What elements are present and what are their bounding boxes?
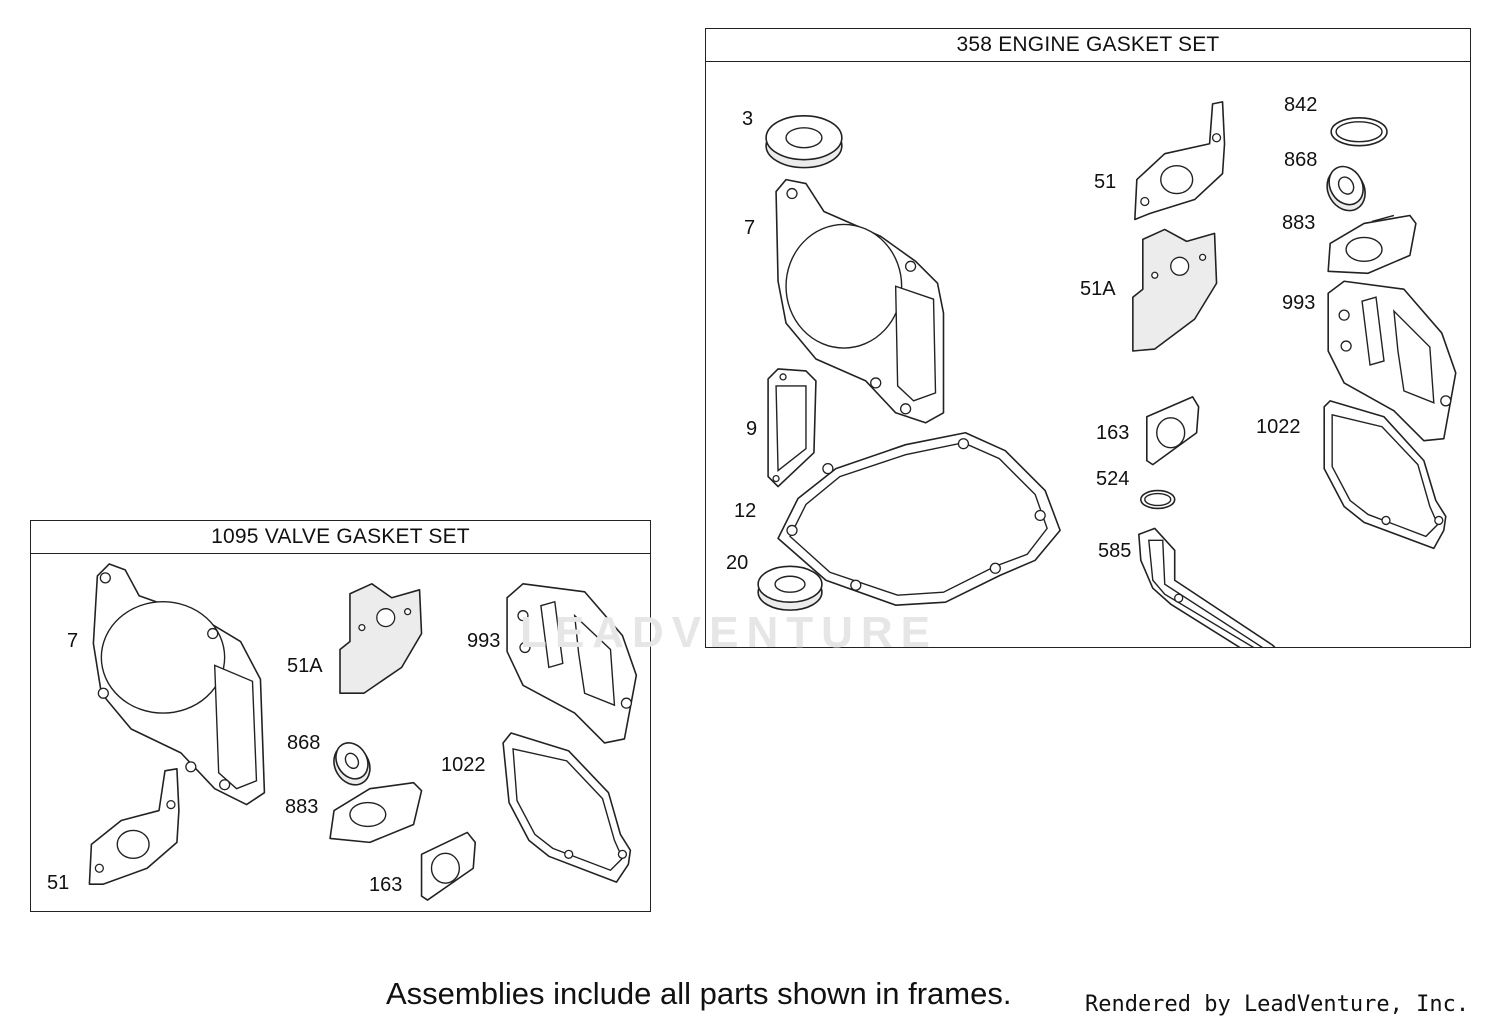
- valve-part-51-carburetor-gasket[interactable]: [88, 768, 180, 885]
- valve-part-993-rocker-gasket[interactable]: [506, 583, 638, 744]
- label-993: 993: [1282, 292, 1316, 314]
- label-51: 51: [1094, 171, 1117, 193]
- label-842: 842: [1284, 94, 1318, 116]
- valve-label-7: 7: [67, 630, 79, 652]
- valve-label-993: 993: [467, 630, 501, 652]
- label-585: 585: [1098, 540, 1132, 562]
- valve-part-883-intake-gasket[interactable]: [329, 781, 423, 844]
- label-20: 20: [726, 552, 749, 574]
- label-883: 883: [1282, 212, 1316, 234]
- part-868-seal[interactable]: [1320, 160, 1373, 217]
- valve-part-1022-valve-cover-gasket[interactable]: [502, 732, 632, 883]
- label-9: 9: [746, 418, 758, 440]
- label-524: 524: [1096, 468, 1130, 490]
- engine-parts-drawing: [757, 101, 1457, 647]
- assemblies-note: Assemblies include all parts shown in fr…: [386, 976, 1012, 1011]
- label-163: 163: [1096, 422, 1130, 444]
- valve-part-163-intake-gasket[interactable]: [420, 831, 477, 901]
- valve-part-868-seal[interactable]: [327, 737, 377, 791]
- valve-label-51a: 51A: [287, 655, 323, 677]
- leadventure-watermark: LEADVENTURE: [520, 608, 939, 657]
- valve-gasket-set-frame: 1095 VALVE GASKET SET: [30, 520, 651, 912]
- part-842-retaining-ring[interactable]: [1330, 117, 1388, 147]
- valve-part-7-head-gasket[interactable]: [92, 563, 266, 806]
- part-163-intake-gasket[interactable]: [1146, 396, 1200, 466]
- part-524-o-ring[interactable]: [1140, 489, 1176, 510]
- valve-part-51a-insulator[interactable]: [339, 583, 423, 695]
- valve-gasket-set-title: 1095 VALVE GASKET SET: [31, 521, 650, 554]
- part-585-gasket[interactable]: [1138, 527, 1292, 647]
- engine-gasket-set-title: 358 ENGINE GASKET SET: [706, 29, 1470, 62]
- valve-parts-drawing: [88, 563, 638, 901]
- part-9-breather-gasket[interactable]: [767, 368, 817, 488]
- label-51a: 51A: [1080, 278, 1116, 300]
- valve-label-163: 163: [369, 874, 403, 896]
- part-993-rocker-gasket[interactable]: [1327, 280, 1457, 442]
- part-20-oil-seal[interactable]: [757, 565, 823, 611]
- part-51a-insulator[interactable]: [1132, 228, 1218, 352]
- part-12-crankcase-gasket[interactable]: [777, 431, 1061, 606]
- valve-gasket-set-parts: 7 51A 868 883 993 1022 51 163: [31, 554, 650, 911]
- rendered-by-credit: Rendered by LeadVenture, Inc.: [1085, 992, 1470, 1017]
- valve-label-868: 868: [287, 732, 321, 754]
- part-51-carburetor-gasket[interactable]: [1134, 101, 1226, 221]
- label-868: 868: [1284, 149, 1318, 171]
- part-7-head-gasket[interactable]: [775, 178, 945, 424]
- label-7: 7: [744, 217, 756, 239]
- label-12: 12: [734, 500, 757, 522]
- valve-label-1022: 1022: [441, 754, 486, 776]
- engine-gasket-set-frame: 358 ENGINE GASKET SET: [705, 28, 1471, 648]
- label-1022: 1022: [1256, 416, 1301, 438]
- valve-label-51: 51: [47, 872, 70, 894]
- valve-label-883: 883: [285, 796, 319, 818]
- part-1022-valve-cover-gasket[interactable]: [1323, 400, 1447, 550]
- label-3: 3: [742, 108, 754, 130]
- engine-gasket-set-parts: 3 7 9 12 20 51 51A 163 524 585 842 868 8…: [706, 62, 1470, 647]
- part-3-oil-seal[interactable]: [765, 115, 843, 169]
- part-883-intake-gasket[interactable]: [1327, 214, 1417, 275]
